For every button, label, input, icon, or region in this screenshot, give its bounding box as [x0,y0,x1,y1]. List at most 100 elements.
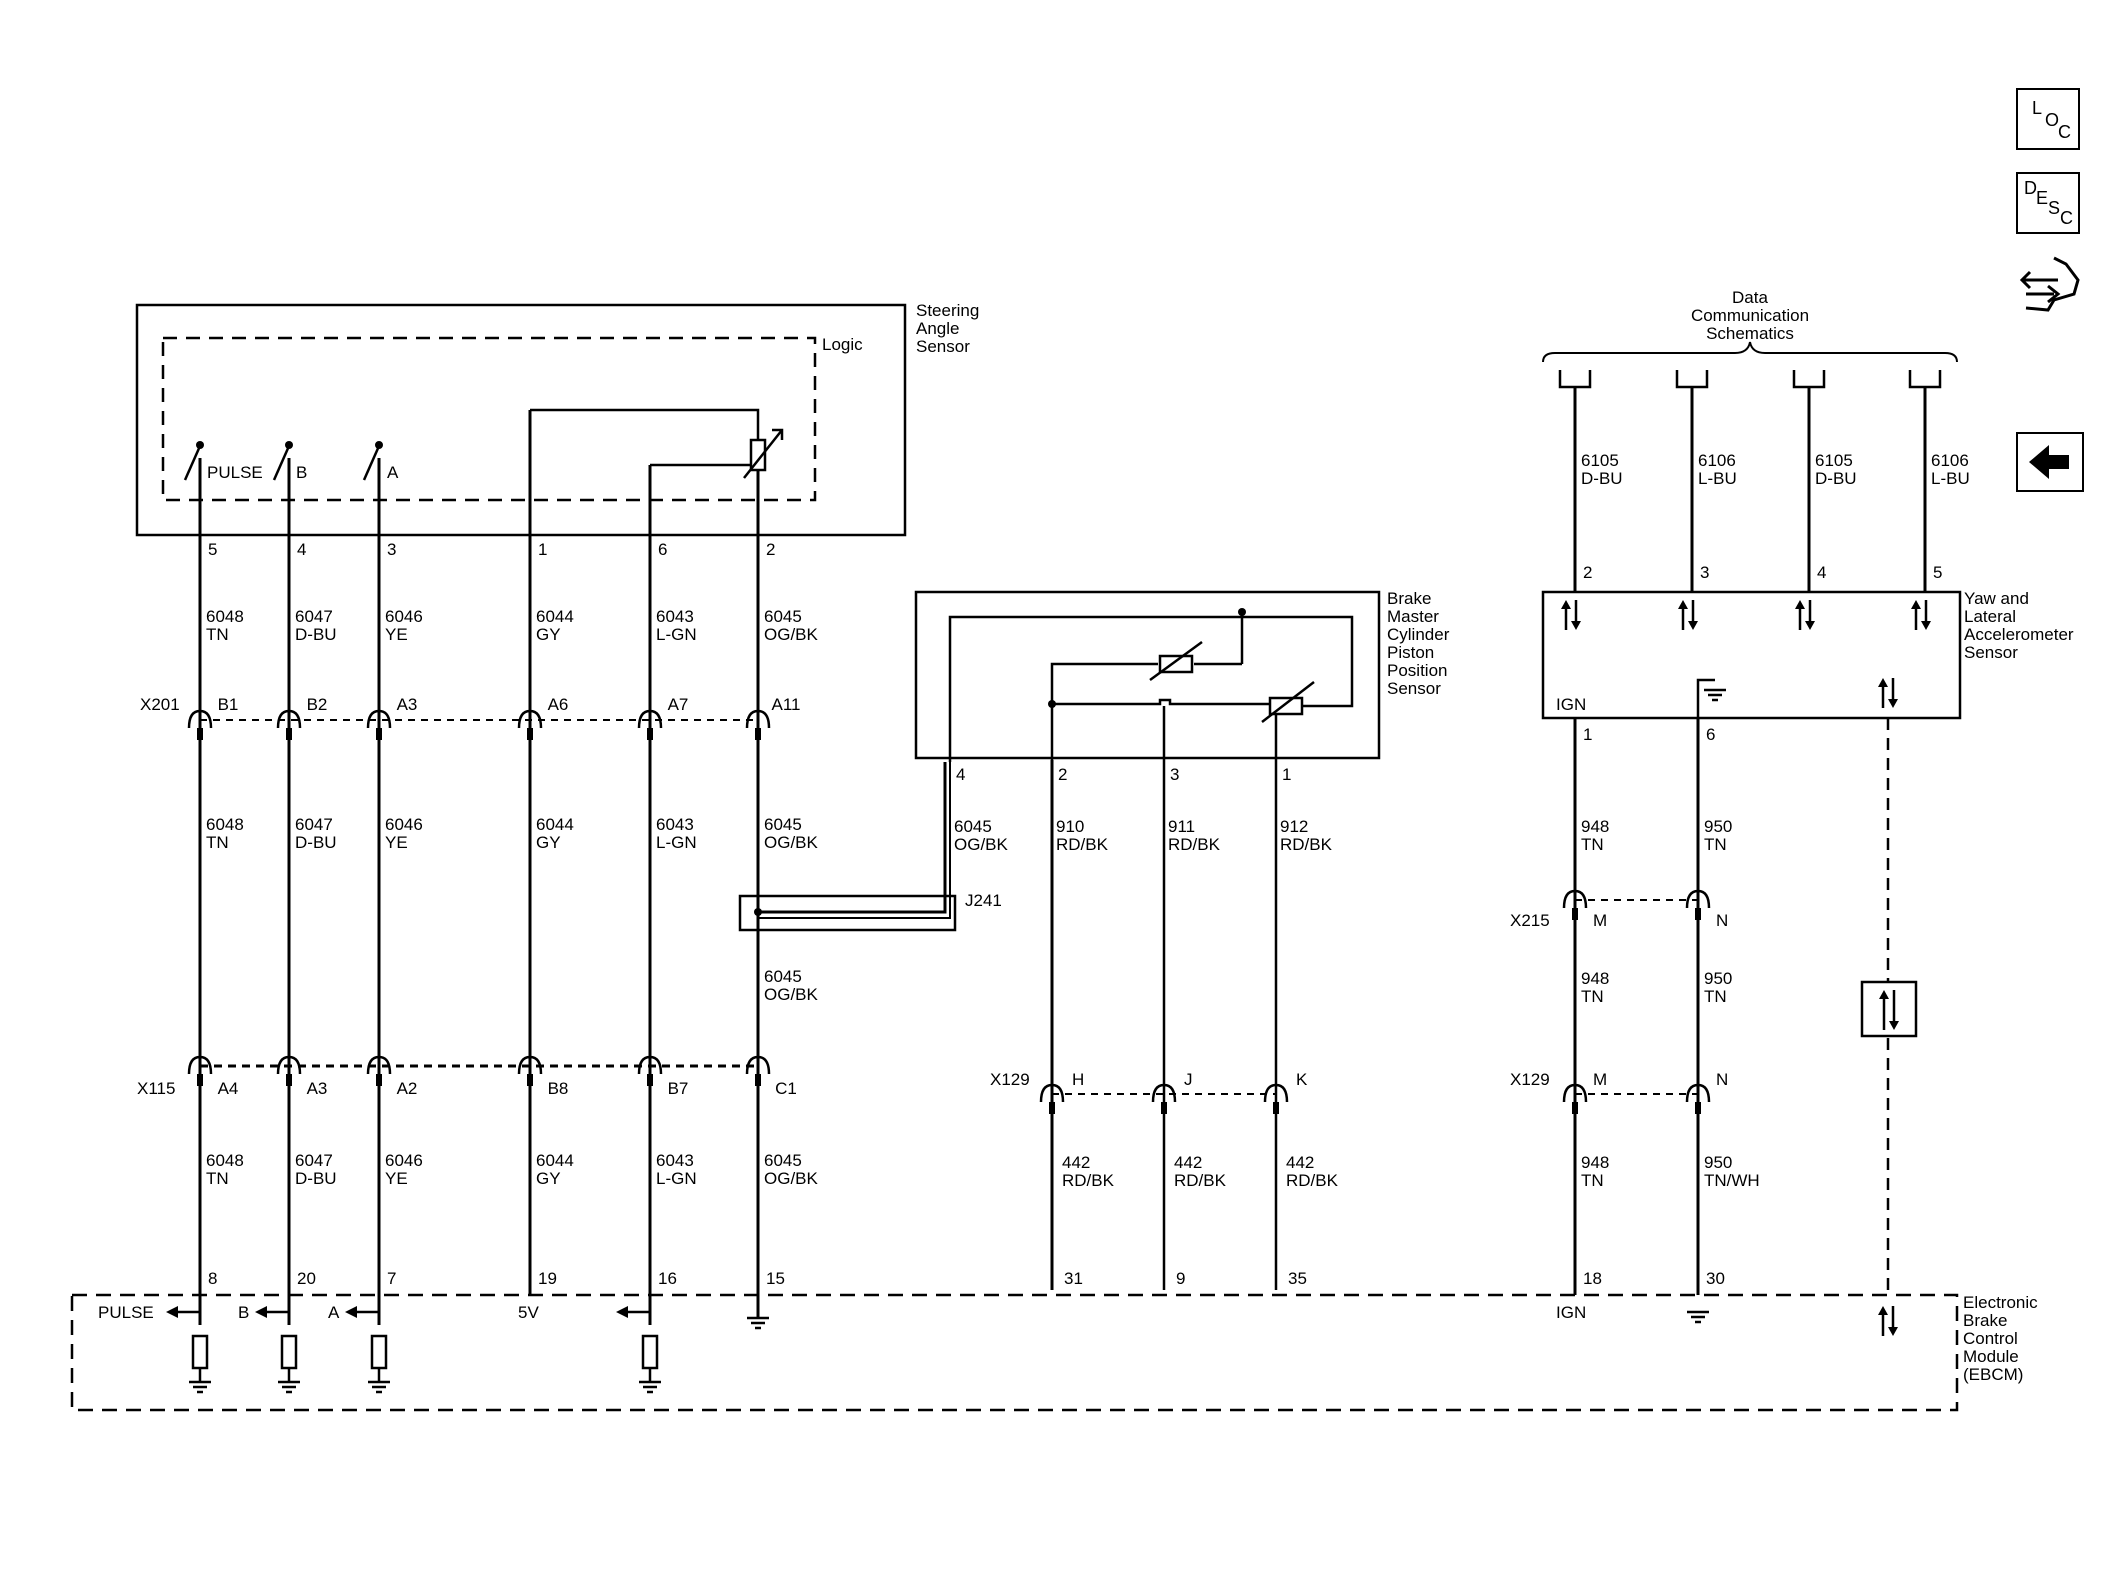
ebcm-pin-left-5: 15 [766,1269,785,1288]
yaw-label-1: Yaw and [1964,589,2029,608]
x201-pin-5: A11 [772,695,801,714]
ebcm-ground-30 [1687,1310,1709,1324]
ebcm-resistor-2 [370,1334,388,1370]
x201-pin-3: A6 [548,695,569,714]
bmc-label-1: Brake [1387,589,1431,608]
x115-cavity-3 [517,1055,543,1086]
wire-color-5-2: OG/BK [764,1169,819,1188]
wire-color-5-1: OG/BK [764,833,819,852]
wire-circuit-1-1: 6047 [295,815,333,834]
x201-pin-2: A3 [397,695,418,714]
bmc-wire-color-1: RD/BK [1056,835,1109,854]
wire-color-1-1: D-BU [295,833,337,852]
back-button[interactable] [2016,432,2084,492]
desc-letter-e: E [2036,188,2049,208]
ebcm-signal-b: B [238,1303,249,1322]
ebcm-label-1: Electronic [1963,1293,2038,1312]
yaw-pin-top-3: 5 [1933,563,1942,582]
x201-pin-4: A7 [668,695,689,714]
ebcm-ground-4 [639,1380,661,1394]
yaw-data-arrow-2 [1795,600,1815,630]
yaw-label-3: Accelerometer [1964,625,2074,644]
desc-button[interactable]: D E S C [2016,172,2080,234]
bmc-label-6: Sensor [1387,679,1441,698]
bmc-lower-circuit-0: 442 [1062,1153,1090,1172]
wire-color-1-2: D-BU [295,1169,337,1188]
data-wire-circuit-1: 6106 [1698,451,1736,470]
yaw-ign: IGN [1556,695,1586,714]
yaw-wire-circuit-b-0: 948 [1581,969,1609,988]
wire-color-4-2: L-GN [656,1169,697,1188]
x115-pin-0: A4 [218,1079,239,1098]
loc-letter-c: C [2058,122,2071,142]
bmc-wire-circuit-3: 912 [1280,817,1308,836]
serial-symbol-arrow [1879,990,1899,1030]
back-arrow-icon [2029,445,2069,479]
x129-right-cavity-0 [1562,1083,1588,1114]
ebcm-pin-right-0: 18 [1583,1269,1602,1288]
bmc-wire-color-3: RD/BK [1280,835,1333,854]
x129-mid-pin-2: K [1296,1070,1308,1089]
ebcm-pin-left-3: 19 [538,1269,557,1288]
yaw-label-2: Lateral [1964,607,2016,626]
x129-mid-name: X129 [990,1070,1030,1089]
sas-label-3: Sensor [916,337,970,356]
x201-cavity-5 [745,709,771,740]
sas-label-2: Angle [916,319,959,338]
yaw-wire-circuit-a-1: 950 [1704,817,1732,836]
data-wire-circuit-0: 6105 [1581,451,1619,470]
bmc-label-4: Piston [1387,643,1434,662]
x115-pin-4: B7 [668,1079,689,1098]
ebcm-box [70,1293,1959,1412]
wire-circuit-2-0: 6046 [385,607,423,626]
loc-letter-l: L [2032,98,2043,118]
steering-angle-sensor-box [135,303,907,537]
x129-right-name: X129 [1510,1070,1550,1089]
yaw-pin-top-1: 3 [1700,563,1709,582]
yaw-lower-circuit-0: 948 [1581,1153,1609,1172]
serial-data-symbol [1860,980,1918,1038]
wire-color-3-2: GY [536,1169,561,1188]
yaw-ground-6 [1704,688,1726,702]
loc-button[interactable]: L O C [2016,88,2080,150]
data-comm-label-1: Data [1732,288,1768,307]
bmc-pin-0: 4 [956,765,965,784]
yaw-data-arrow-3 [1911,600,1931,630]
wire-color-2-2: YE [385,1169,408,1188]
x215-name: X215 [1510,911,1550,930]
x115-cavity-2 [366,1055,392,1086]
yaw-wire-color-b-0: TN [1581,987,1604,1006]
bmc-lower-color-1: RD/BK [1174,1171,1227,1190]
switch-label-pulse: PULSE [207,463,263,482]
wire-color-3-1: GY [536,833,561,852]
splice-name: J241 [965,891,1002,910]
ebcm-pin-mid-2: 35 [1288,1269,1307,1288]
sas-pin-0: 5 [208,540,217,559]
switch-label-b: B [296,463,307,482]
logic-box [161,336,817,502]
ebcm-pin-left-4: 16 [658,1269,677,1288]
ebcm-signal-5v: 5V [518,1303,539,1322]
ebcm-resistor-3 [641,1334,659,1370]
logic-label: Logic [822,335,863,354]
ebcm-ign: IGN [1556,1303,1586,1322]
ebcm-pin-right-1: 30 [1706,1269,1725,1288]
bmc-pin-2: 3 [1170,765,1179,784]
sas-pin-1: 4 [297,540,306,559]
sas-pin-5: 2 [766,540,775,559]
yaw-lower-color-0: TN [1581,1171,1604,1190]
wire-circuit-0-2: 6048 [206,1151,244,1170]
x201-cavity-2 [366,709,392,740]
yaw-pin-bottom-1: 6 [1706,725,1715,744]
ebcm-pin-left-1: 20 [297,1269,316,1288]
bmc-label-2: Master [1387,607,1439,626]
x201-cavity-4 [637,709,663,740]
wire-circuit-0-1: 6048 [206,815,244,834]
data-comm-label-2: Communication [1691,306,1809,325]
connector-view-icon[interactable] [2018,250,2084,330]
x201-name: X201 [140,695,180,714]
yaw-wire-color-a-1: TN [1704,835,1727,854]
x129-mid-pin-0: H [1072,1070,1084,1089]
data-wire-color-0: D-BU [1581,469,1623,488]
